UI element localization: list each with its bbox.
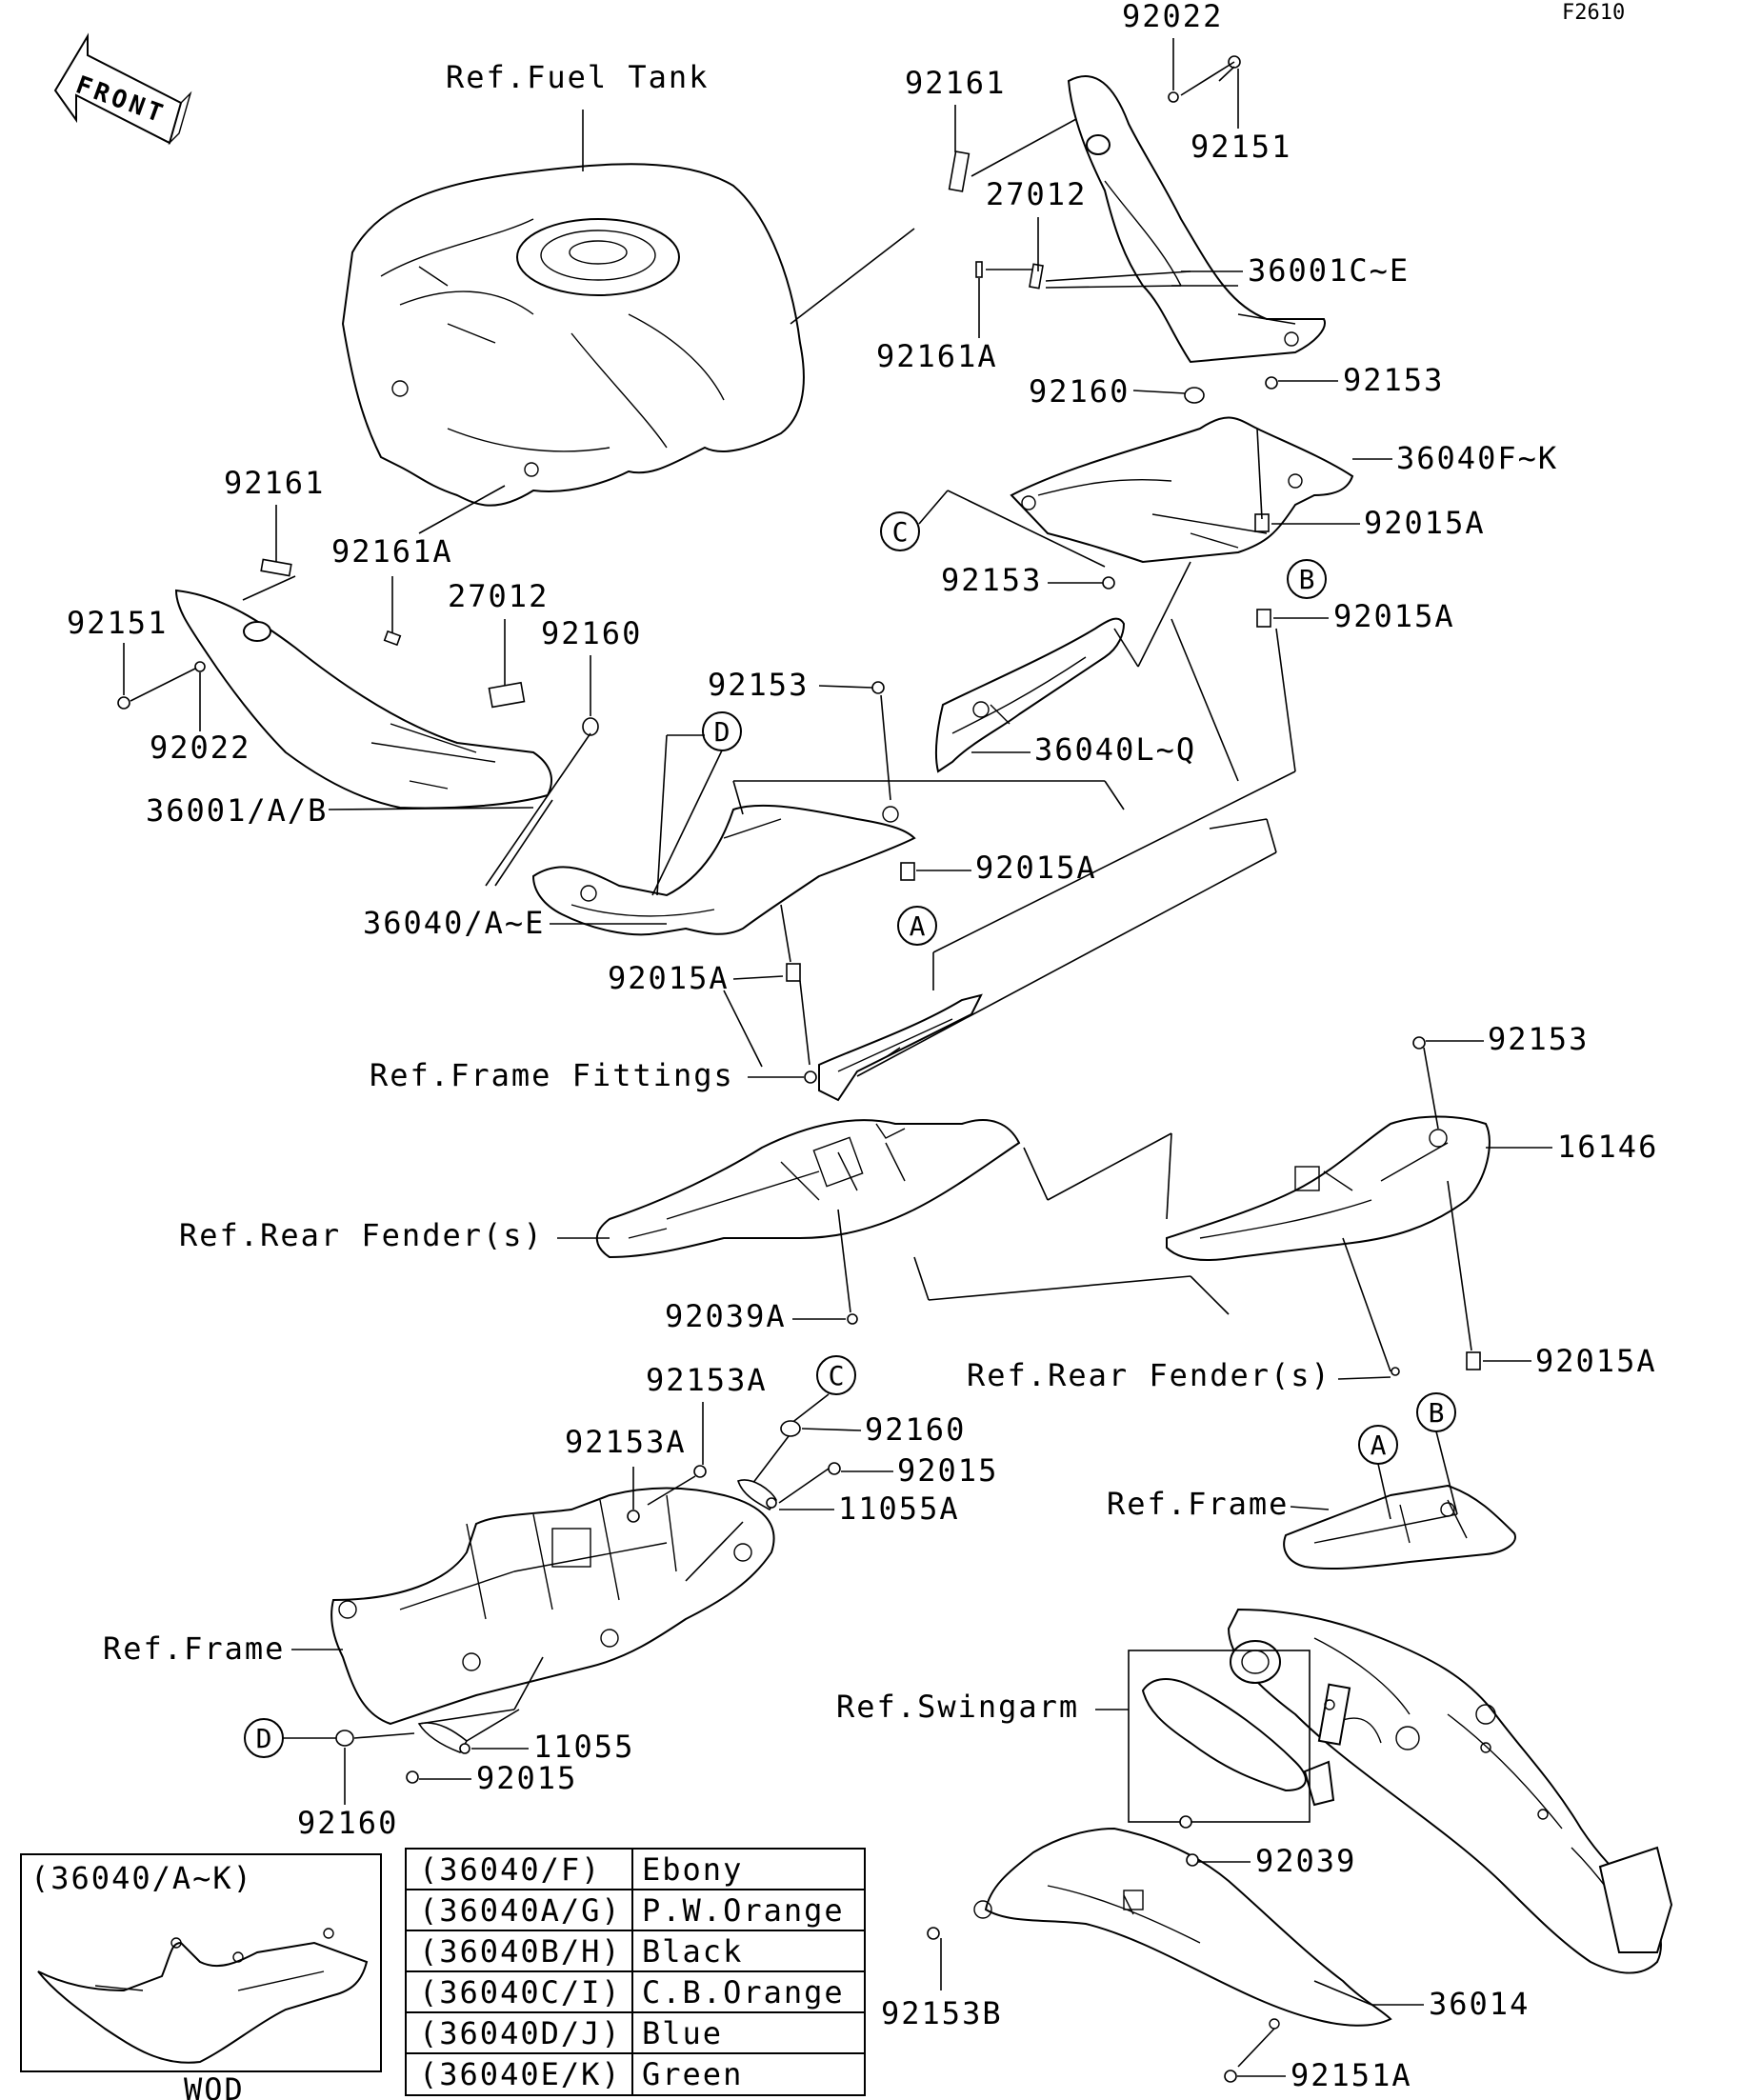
part-92153-r2: 92153	[1488, 1021, 1589, 1057]
callout-d-top: D	[714, 716, 730, 748]
part-92153-c: 92153	[941, 562, 1042, 598]
part-36040-A-E: 36040/A~E	[363, 905, 545, 941]
table-row-color: Green	[642, 2056, 743, 2092]
table-row-color: Black	[642, 1933, 743, 1970]
callout-c-bottom: C	[829, 1360, 845, 1391]
part-92160-c: 92160	[297, 1805, 398, 1841]
chain-guard-inner-drawing	[1141, 1678, 1351, 1807]
table-row-color: C.B.Orange	[642, 1974, 845, 2010]
part-27012-top: 27012	[986, 176, 1087, 212]
side-cover-right-drawing	[1067, 75, 1326, 364]
callout-b-right: B	[1429, 1397, 1445, 1429]
part-92161A-top: 92161A	[876, 338, 998, 374]
part-92015A-m: 92015A	[975, 850, 1097, 886]
part-92015-c: 92015	[476, 1760, 577, 1796]
ref-fuel-tank-label: Ref.Fuel Tank	[446, 59, 709, 95]
table-row-color: Ebony	[642, 1851, 743, 1888]
table-row-color: Blue	[642, 2015, 723, 2051]
table-row-code: (36040E/K)	[419, 2056, 622, 2092]
part-92153-r1: 92153	[1343, 362, 1444, 398]
part-92015A-r2: 92015A	[1333, 598, 1455, 634]
callout-d-bottom: D	[256, 1723, 272, 1754]
figure-code: F2610	[1562, 1, 1625, 25]
part-92039: 92039	[1255, 1843, 1356, 1879]
ref-frame-left-label: Ref.Frame	[103, 1630, 285, 1667]
swingarm-drawing	[1227, 1608, 1673, 1974]
inset-title: (36040/A~K)	[30, 1860, 253, 1896]
part-11055: 11055	[533, 1729, 634, 1765]
side-panel-right-drawing	[1010, 416, 1354, 564]
part-92151A: 92151A	[1291, 2057, 1412, 2093]
ref-rear-fender-right-label: Ref.Rear Fender(s)	[967, 1357, 1331, 1393]
inset-caption: WOD	[184, 2071, 245, 2100]
callout-b-top: B	[1299, 564, 1315, 595]
part-92160-left: 92160	[541, 615, 642, 651]
callout-a-right: A	[1371, 1430, 1387, 1461]
part-92151-top: 92151	[1191, 129, 1291, 165]
part-92015A-r3: 92015A	[1535, 1343, 1657, 1379]
part-92015-b: 92015	[897, 1452, 998, 1489]
side-cover-left-drawing	[174, 589, 552, 810]
part-36001-A-B: 36001/A/B	[146, 792, 328, 829]
part-92161-left: 92161	[224, 465, 325, 501]
inset-box	[20, 1853, 382, 2072]
part-92015A-l: 92015A	[608, 960, 730, 996]
part-92160-top: 92160	[1029, 373, 1130, 410]
part-16146: 16146	[1557, 1129, 1658, 1165]
part-92161A-left: 92161A	[331, 533, 453, 570]
tail-panel-right-drawing	[1166, 1115, 1491, 1261]
table-row-code: (36040B/H)	[419, 1933, 622, 1970]
color-table: (36040/F) Ebony (36040A/G) P.W.Orange (3…	[405, 1848, 866, 2096]
front-arrow-icon: FRONT	[53, 32, 192, 146]
rear-fender-left-drawing	[595, 1119, 1021, 1259]
frame-fittings-drawing	[818, 993, 983, 1102]
frame-right-drawing	[1283, 1484, 1516, 1570]
part-92022-top: 92022	[1122, 0, 1223, 34]
ref-swingarm-label: Ref.Swingarm	[836, 1689, 1079, 1725]
fuel-tank-drawing	[341, 163, 805, 507]
table-row-code: (36040/F)	[419, 1851, 601, 1888]
part-92015A-r1: 92015A	[1364, 505, 1486, 541]
table-row-code: (36040C/I)	[419, 1974, 622, 2010]
part-36040F-K: 36040F~K	[1396, 440, 1558, 476]
part-27012-left: 27012	[448, 578, 549, 614]
part-36014: 36014	[1429, 1986, 1530, 2022]
part-92151-left: 92151	[67, 605, 168, 641]
part-92153B: 92153B	[881, 1995, 1003, 2031]
callout-a-top: A	[910, 910, 926, 942]
inset-panel-drawing	[37, 1928, 369, 2064]
part-92153-d: 92153	[708, 667, 809, 703]
inner-bracket-drawing	[934, 617, 1126, 773]
callout-c-top: C	[892, 516, 909, 548]
part-36040L-Q: 36040L~Q	[1034, 731, 1196, 768]
table-row-code: (36040A/G)	[419, 1892, 622, 1929]
part-11055A: 11055A	[838, 1490, 960, 1527]
ref-frame-fittings-label: Ref.Frame Fittings	[370, 1057, 734, 1093]
frame-left-drawing	[330, 1487, 775, 1726]
part-92039A: 92039A	[665, 1298, 787, 1334]
part-92022-left: 92022	[150, 730, 250, 766]
part-92161-top: 92161	[905, 65, 1006, 101]
part-36001C-E: 36001C~E	[1248, 252, 1410, 289]
table-row-color: P.W.Orange	[642, 1892, 845, 1929]
part-92160-b: 92160	[865, 1411, 966, 1448]
part-92153A-2: 92153A	[565, 1424, 687, 1460]
lower-side-panel-drawing	[531, 804, 916, 936]
table-row-code: (36040D/J)	[419, 2015, 622, 2051]
ref-frame-right-label: Ref.Frame	[1107, 1486, 1289, 1522]
ref-rear-fender-left-label: Ref.Rear Fender(s)	[179, 1217, 544, 1253]
part-92153A-1: 92153A	[646, 1362, 768, 1398]
